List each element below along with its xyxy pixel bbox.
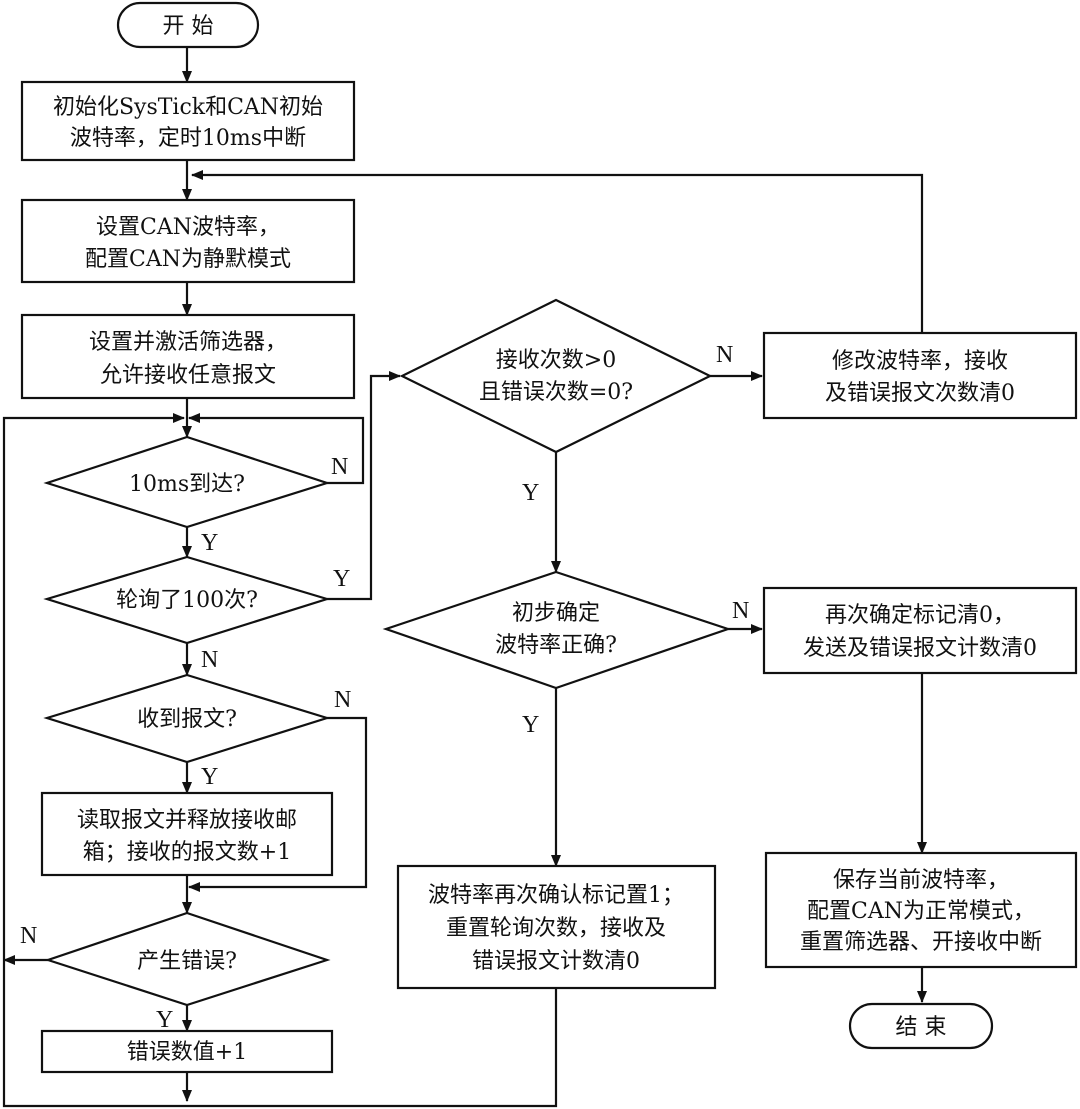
save-baud-line-2: 配置CAN为正常模式， (807, 899, 1035, 924)
node-end: 结 束 (848, 1002, 994, 1050)
start-label: 开 始 (163, 14, 214, 39)
edge-modify-back (191, 170, 924, 333)
read-msg-box (40, 791, 334, 877)
dec-recv-err-diamond (399, 298, 713, 454)
label-10ms-no: N (331, 454, 348, 480)
confirm-flag-line-1: 波特率再次确认标记置1； (428, 883, 684, 908)
label-error-yes: Y (156, 1007, 173, 1033)
label-poll100-yes: Y (333, 566, 350, 592)
read-msg-line-2: 箱；接收的报文数+1 (83, 840, 291, 865)
label-prelim-no: N (732, 598, 749, 624)
dec-recv-err-line-2: 且错误次数=0? (479, 380, 633, 405)
edge-received-no (188, 716, 368, 892)
end-terminal (848, 1002, 994, 1050)
dec-error-label: 产生错误? (137, 949, 237, 974)
node-dec-10ms: 10ms到达? (43, 435, 331, 529)
label-received-no: N (334, 687, 351, 713)
reconfirm-clear-line-2: 发送及错误报文计数清0 (803, 636, 1037, 661)
dec-received-diamond (43, 673, 331, 764)
dec-recv-err-line-1: 接收次数>0 (496, 348, 616, 373)
dec-poll100-diamond (43, 555, 331, 645)
label-poll100-no: N (201, 647, 218, 673)
node-reconfirm-clear: 再次确定标记清0， 发送及错误报文计数清0 (762, 586, 1078, 675)
confirm-flag-line-2: 重置轮询次数，接收及 (446, 916, 666, 941)
dec-poll100-label: 轮询了100次? (116, 588, 258, 613)
dec-prelim-line-1: 初步确定 (512, 601, 600, 626)
modify-baud-box (762, 331, 1078, 420)
init-systick-line-2: 波特率，定时10ms中断 (70, 126, 306, 151)
node-save-baud: 保存当前波特率， 配置CAN为正常模式， 重置筛选器、开接收中断 (764, 851, 1078, 969)
modify-baud-line-1: 修改波特率，接收 (832, 349, 1008, 374)
connectors (2, 47, 927, 1108)
node-set-filter: 设置并激活筛选器， 允许接收任意报文 (20, 313, 356, 400)
end-label: 结 束 (896, 1015, 947, 1040)
node-read-msg: 读取报文并释放接收邮 箱；接收的报文数+1 (40, 791, 334, 877)
dec-10ms-label: 10ms到达? (129, 472, 245, 497)
set-filter-line-2: 允许接收任意报文 (100, 363, 276, 388)
dec-prelim-line-2: 波特率正确? (495, 633, 617, 658)
confirm-flag-line-3: 错误报文计数清0 (472, 949, 640, 974)
init-systick-box (20, 80, 356, 162)
dec-prelim-diamond (382, 570, 732, 690)
save-baud-line-3: 重置筛选器、开接收中断 (800, 930, 1042, 955)
save-baud-line-1: 保存当前波特率， (833, 868, 1009, 893)
read-msg-line-1: 读取报文并释放接收邮 (77, 808, 297, 833)
label-recverr-yes: Y (522, 480, 539, 506)
reconfirm-clear-box (762, 586, 1078, 675)
node-dec-poll100: 轮询了100次? (43, 555, 331, 645)
node-confirm-flag: 波特率再次确认标记置1； 重置轮询次数，接收及 错误报文计数清0 (396, 864, 717, 990)
label-prelim-yes: Y (522, 712, 539, 738)
edge-10ms-no-loop (188, 413, 365, 485)
dec-error-diamond (44, 911, 331, 1007)
edge-poll100-yes (327, 371, 401, 601)
label-recverr-no: N (716, 342, 733, 368)
label-error-no: N (20, 923, 37, 949)
save-baud-box (764, 851, 1078, 969)
err-inc-label: 错误数值+1 (127, 1040, 247, 1065)
node-start: 开 始 (116, 1, 260, 49)
edge-labels: N Y Y N N Y N Y N Y N Y (20, 342, 749, 1033)
set-baud-silent-line-2: 配置CAN为静默模式 (85, 247, 291, 272)
label-10ms-yes: Y (201, 530, 218, 556)
start-terminal (116, 1, 260, 49)
set-filter-line-1: 设置并激活筛选器， (89, 330, 287, 355)
init-systick-line-1: 初始化SysTick和CAN初始 (53, 95, 323, 120)
set-baud-silent-box (20, 198, 356, 284)
confirm-flag-box (396, 864, 717, 990)
node-dec-recv-err: 接收次数>0 且错误次数=0? (399, 298, 713, 454)
dec-10ms-diamond (43, 435, 331, 529)
node-init-systick: 初始化SysTick和CAN初始 波特率，定时10ms中断 (20, 80, 356, 162)
modify-baud-line-2: 及错误报文次数清0 (825, 381, 1015, 406)
set-filter-box (20, 313, 356, 400)
err-inc-box (40, 1029, 334, 1074)
label-received-yes: Y (201, 764, 218, 790)
node-dec-prelim: 初步确定 波特率正确? (382, 570, 732, 690)
set-baud-silent-line-1: 设置CAN波特率， (96, 215, 280, 240)
dec-received-label: 收到报文? (137, 707, 237, 732)
node-err-inc: 错误数值+1 (40, 1029, 334, 1074)
reconfirm-clear-line-1: 再次确定标记清0， (825, 603, 1015, 628)
edge-outer-loop (2, 413, 558, 1108)
node-set-baud-silent: 设置CAN波特率， 配置CAN为静默模式 (20, 198, 356, 284)
node-dec-error: 产生错误? (44, 911, 331, 1007)
node-dec-received: 收到报文? (43, 673, 331, 764)
node-modify-baud: 修改波特率，接收 及错误报文次数清0 (762, 331, 1078, 420)
